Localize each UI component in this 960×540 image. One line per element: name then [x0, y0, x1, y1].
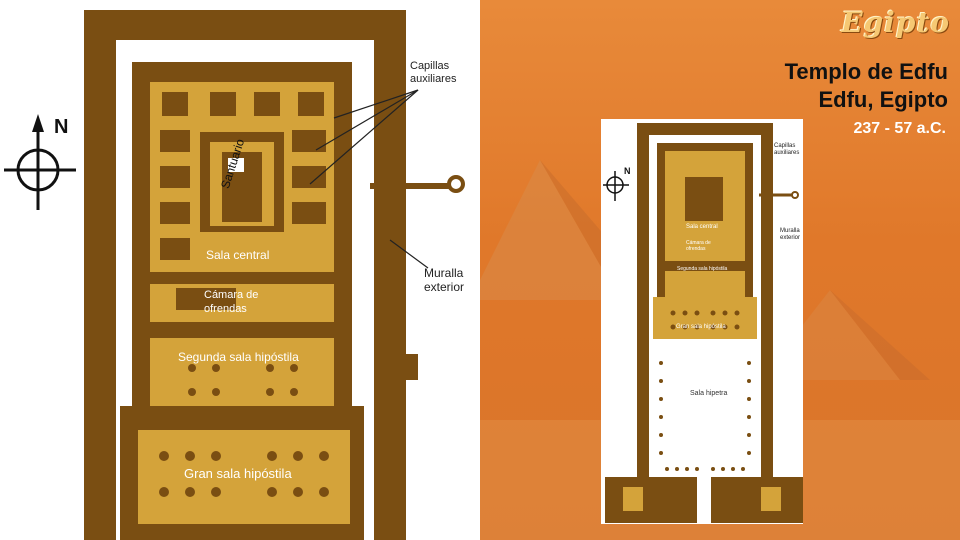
small-north-label: N [624, 166, 631, 176]
label-camara-line2: ofrendas [204, 303, 247, 315]
label-capillas-line1: Capillas [410, 60, 450, 72]
north-label: N [54, 116, 69, 138]
label-capillas: Capillas auxiliares [410, 60, 456, 86]
small-label-muralla: Muralla exterior [780, 228, 800, 242]
large-temple-plan [4, 10, 465, 540]
label-capillas-line2: auxiliares [410, 73, 457, 85]
small-label-camara: Cámara de ofrendas [686, 240, 711, 252]
small-label-capillas-line2: auxiliares [774, 150, 800, 156]
title-line1: Templo de Edfu [784, 59, 948, 84]
small-label-capillas: Capillas auxiliares [774, 143, 799, 157]
small-label-gran-sala: Gran sala hipóstila [676, 324, 726, 330]
small-label-muralla-line2: exterior [780, 235, 801, 241]
small-label-muralla-line1: Muralla [780, 228, 800, 234]
small-label-camara-line2: ofrendas [686, 246, 706, 252]
egipto-logo: Egipto [841, 6, 950, 39]
slide-title: Templo de Edfu Edfu, Egipto [785, 58, 948, 114]
label-segunda-sala: Segunda sala hipóstila [178, 350, 299, 364]
label-camara-line1: Cámara de [204, 289, 259, 301]
label-muralla: Muralla exterior [424, 266, 464, 294]
compass-icon [4, 130, 76, 210]
small-label-segunda-sala: Segunda sala hipóstila [677, 266, 728, 272]
title-line2: Edfu, Egipto [818, 87, 948, 112]
small-label-camara-line1: Cámara de [686, 240, 711, 246]
label-camara: Cámara de ofrendas [204, 288, 258, 316]
small-label-sala-central: Sala central [686, 224, 718, 230]
label-sala-central: Sala central [206, 248, 270, 262]
small-label-sala-hipetra: Sala hipetra [690, 390, 728, 397]
dates-label: 237 - 57 a.C. [853, 120, 947, 137]
small-label-capillas-line1: Capillas [774, 143, 796, 149]
label-muralla-line1: Muralla [424, 266, 464, 280]
small-temple-plan [601, 119, 803, 524]
label-muralla-line2: exterior [424, 280, 465, 294]
label-gran-sala: Gran sala hipóstila [184, 466, 292, 481]
